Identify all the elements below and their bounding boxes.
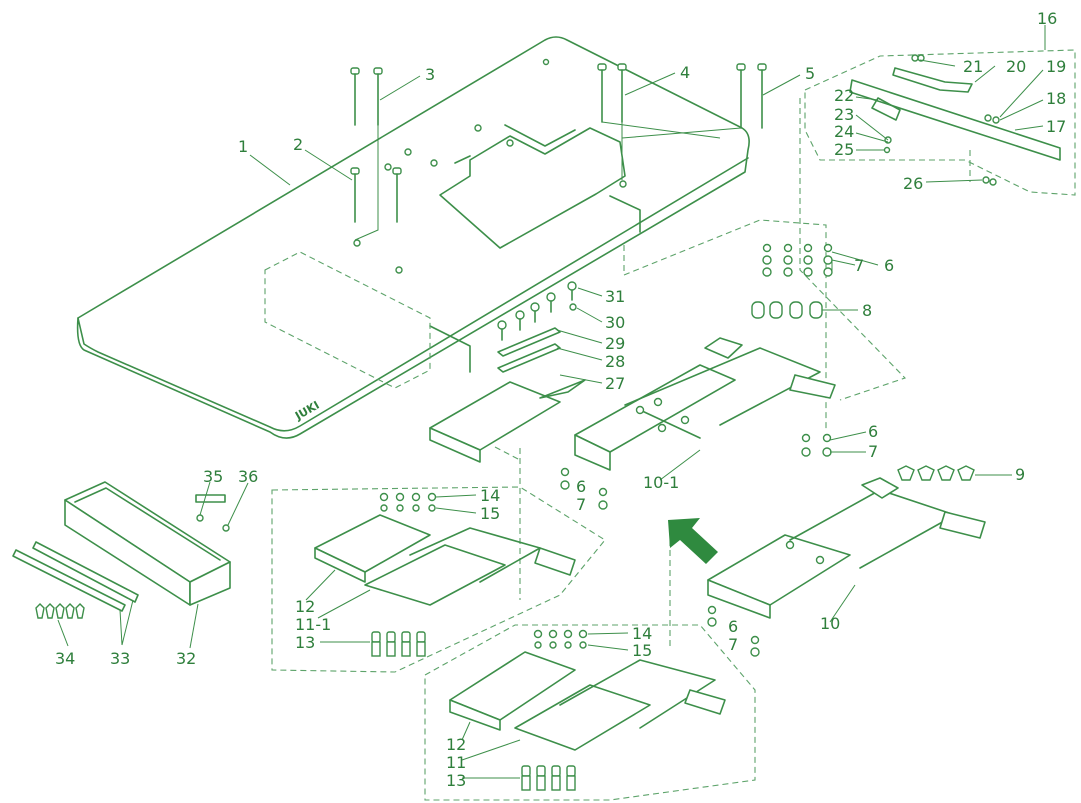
callout-10: 10 [820,614,840,633]
callout-21: 21 [963,57,983,76]
callout-28: 28 [605,352,625,371]
callout-13b: 13 [446,771,466,790]
drawer-assembly [12,481,231,619]
bracket-10 [707,465,986,657]
callout-14a: 14 [480,486,500,505]
callout-7c: 7 [728,635,738,654]
callout-32: 32 [176,649,196,668]
callout-11-1: 11-1 [295,615,331,634]
callout-26: 26 [903,174,923,193]
callout-13a: 13 [295,633,315,652]
assembly-11-1 [271,486,606,673]
thread-stand-assembly [804,49,1076,196]
callout-17: 17 [1046,117,1066,136]
bolts-long [350,63,767,241]
callout-34: 34 [55,649,75,668]
callout-11: 11 [446,753,466,772]
callout-15b: 15 [632,641,652,660]
callout-30: 30 [605,313,625,332]
table-top: JUKI [76,36,750,439]
bracket-10-1 [560,337,836,510]
callout-14b: 14 [632,624,652,643]
callout-3: 3 [425,65,435,84]
callout-8: 8 [862,301,872,320]
callout-2: 2 [293,135,303,154]
assembly-11 [424,624,756,801]
callout-35: 35 [203,467,223,486]
bracket-feet [897,465,975,481]
callout-6c: 6 [728,617,738,636]
rubber-cushions [751,301,823,319]
screws-34 [35,603,85,619]
callout-6b: 6 [868,422,878,441]
washers-nuts-group [751,243,833,457]
callout-31: 31 [605,287,625,306]
callout-25: 25 [834,140,854,159]
callout-5: 5 [805,64,815,83]
callout-22: 22 [834,86,854,105]
callout-4: 4 [680,63,690,82]
washer-grid [762,243,833,277]
callout-20: 20 [1006,57,1026,76]
callout-29: 29 [605,334,625,353]
callout-27: 27 [605,374,625,393]
callout-7d: 7 [576,495,586,514]
callout-10-1: 10-1 [643,473,679,492]
callout-7a: 7 [854,256,864,275]
plate-assembly-27-31 [429,281,586,463]
leader-lines [57,25,1046,779]
callout-15a: 15 [480,504,500,523]
callout-24: 24 [834,122,854,141]
front-direction-arrow [668,518,718,564]
callout-18: 18 [1046,89,1066,108]
callout-9: 9 [1015,465,1025,484]
callout-16: 16 [1037,9,1057,28]
callout-19: 19 [1046,57,1066,76]
callout-labels: 1 2 3 4 5 16 21 20 19 18 17 22 23 24 25 … [55,9,1066,790]
callout-6d: 6 [576,477,586,496]
callout-1: 1 [238,137,248,156]
callout-33: 33 [110,649,130,668]
callout-36: 36 [238,467,258,486]
callout-7b: 7 [868,442,878,461]
callout-6a: 6 [884,256,894,275]
callout-23: 23 [834,105,854,124]
callout-12a: 12 [295,597,315,616]
callout-12b: 12 [446,735,466,754]
